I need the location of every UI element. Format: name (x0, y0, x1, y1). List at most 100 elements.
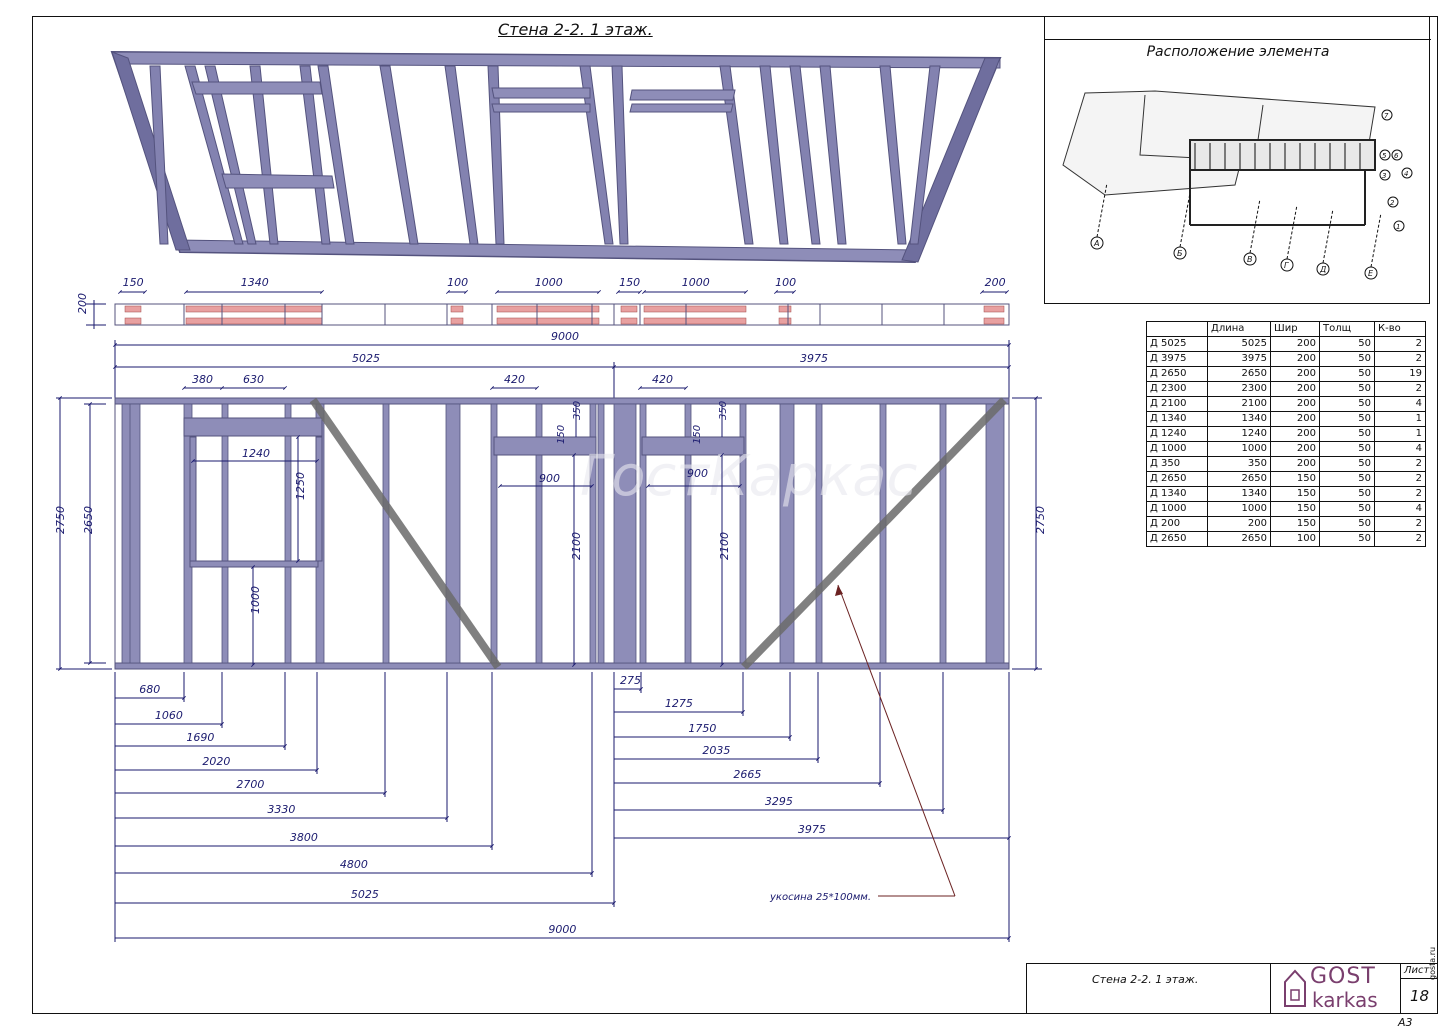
chain-dim-label: 2020 (202, 755, 230, 768)
axis-line (1370, 212, 1382, 268)
spec-cell: Д 2650 (1146, 366, 1208, 382)
spec-cell: Д 5025 (1146, 336, 1208, 352)
col-thickness: Толщ (1319, 321, 1375, 337)
spec-cell: 50 (1319, 441, 1375, 457)
spec-cell: 50 (1319, 411, 1375, 427)
plan-dim-label: 1000 (682, 276, 710, 289)
stud (382, 403, 390, 664)
dim-door2-width: 900 (687, 467, 708, 480)
chain-dim-label: 2700 (236, 778, 264, 791)
spec-cell: Д 3975 (1146, 351, 1208, 367)
spec-cell: 50 (1319, 501, 1375, 517)
logo-karkas-text: karkas (1312, 988, 1378, 1012)
spec-cell: 2 (1374, 486, 1426, 502)
stud (597, 403, 605, 664)
axis-label: Д (1319, 265, 1326, 274)
axis-line (1249, 198, 1261, 254)
spec-cell: 50 (1319, 366, 1375, 382)
plan-dim-label: 150 (619, 276, 640, 289)
dim-door1-height: 2100 (570, 532, 583, 560)
logo-gost-text: GOST (1310, 964, 1376, 989)
dim-door2-height: 2100 (718, 532, 731, 560)
plan-dim-label: 150 (123, 276, 144, 289)
sheet-box-divider (1400, 978, 1438, 979)
spec-cell: 200 (1270, 336, 1320, 352)
plan-member (983, 305, 1005, 313)
dim-height-right: 2750 (1034, 506, 1047, 534)
spec-cell: Д 2100 (1146, 396, 1208, 412)
stud-3d (487, 65, 505, 245)
axis-bubble (1379, 149, 1391, 161)
chain-dim-label: 2035 (702, 744, 730, 757)
spec-cell: Д 200 (1146, 516, 1208, 532)
spec-cell: 50 (1319, 516, 1375, 532)
plan-member (496, 305, 600, 313)
axis-line (1179, 192, 1191, 248)
location-panel-header: Расположение элемента (1045, 39, 1431, 60)
spec-cell: 2650 (1207, 471, 1271, 487)
axis-label: 7 (1384, 112, 1389, 120)
dim-top1: 150 (556, 425, 567, 444)
dim-height-inner: 2650 (82, 506, 95, 534)
stud (221, 403, 229, 664)
plan-dim-label: 100 (447, 276, 468, 289)
chain-dim-label: 1690 (186, 731, 214, 744)
stud-3d (149, 65, 169, 245)
spec-cell: 2300 (1207, 381, 1271, 397)
spec-cell: 150 (1270, 501, 1320, 517)
plan-member (124, 305, 142, 313)
spec-cell: 50 (1319, 426, 1375, 442)
spec-cell: 1340 (1207, 411, 1271, 427)
spec-cell: Д 2650 (1146, 531, 1208, 547)
chain-dim-label: 1060 (155, 709, 183, 722)
stud (284, 403, 292, 664)
axis-bubble (1391, 149, 1403, 161)
spec-cell: Д 1000 (1146, 501, 1208, 517)
spec-cell: 50 (1319, 351, 1375, 367)
spec-cell: 1240 (1207, 426, 1271, 442)
stud-3d (611, 65, 629, 245)
spec-cell: 200 (1270, 456, 1320, 472)
stud-3d (184, 65, 244, 245)
chain-dim-label: 3295 (765, 795, 793, 808)
stud (779, 403, 795, 664)
plan-member (450, 317, 464, 325)
sheet-label: Лист (1404, 965, 1430, 976)
chain-dim-label: 1275 (665, 697, 693, 710)
col-quantity: К-во (1374, 321, 1426, 337)
spec-cell: 3975 (1207, 351, 1271, 367)
stud (639, 403, 647, 664)
spec-cell: 200 (1270, 441, 1320, 457)
dim-left-part: 5025 (352, 352, 380, 365)
chain-dim-label: 3975 (798, 823, 826, 836)
spec-cell: 50 (1319, 396, 1375, 412)
chain-dim-label: 680 (139, 683, 160, 696)
spec-cell: Д 1340 (1146, 486, 1208, 502)
title-block (1026, 963, 1438, 1014)
axis-bubble (1379, 169, 1391, 181)
plan-member (124, 317, 142, 325)
chain-dim-label: 275 (620, 674, 641, 687)
axis-label: 6 (1394, 152, 1399, 160)
spec-cell: 200 (1270, 426, 1320, 442)
axis-bubble (1393, 220, 1405, 232)
plan-dim-label: 1340 (241, 276, 269, 289)
stud-3d (379, 65, 419, 245)
overall-dims (113, 340, 1011, 398)
dim-380: 380 (192, 373, 213, 386)
spec-cell: Д 1240 (1146, 426, 1208, 442)
spec-cell: 50 (1319, 456, 1375, 472)
spec-cell: Д 350 (1146, 456, 1208, 472)
